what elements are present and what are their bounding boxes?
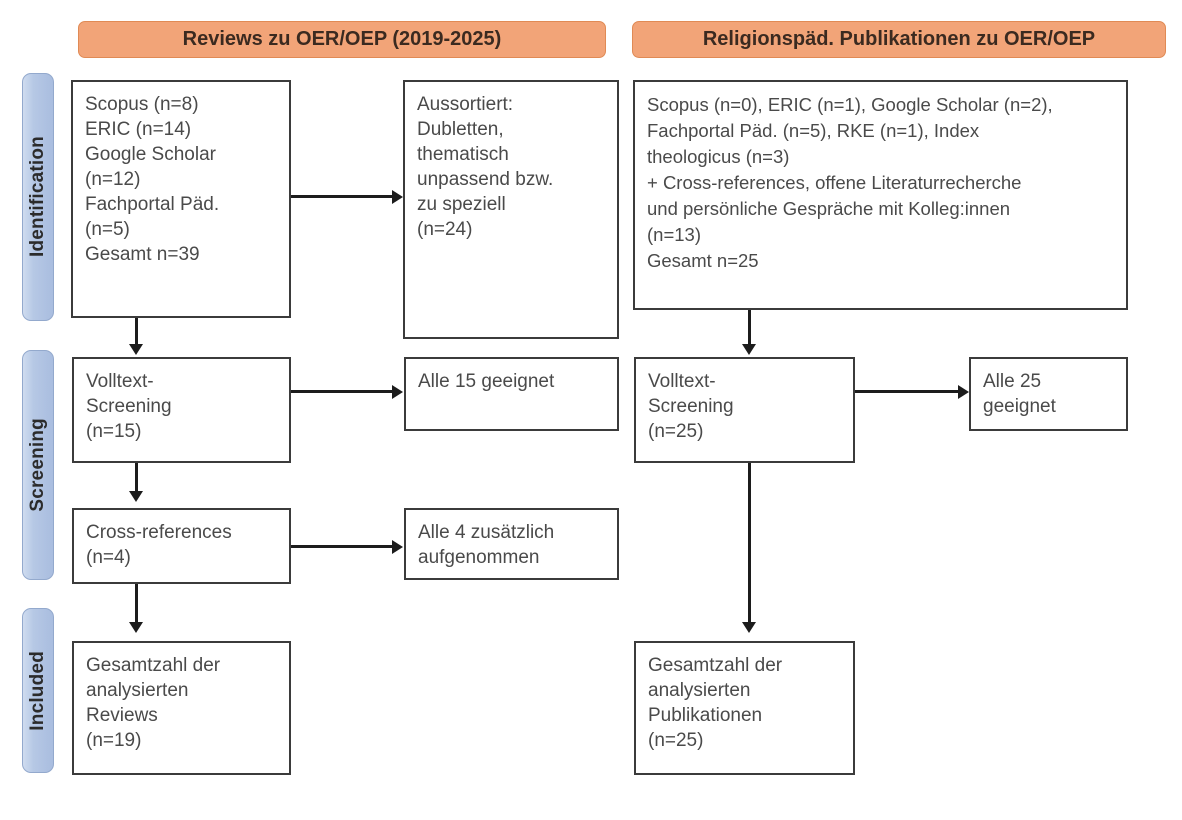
column-header-reviews: Reviews zu OER/OEP (2019-2025)	[78, 21, 606, 58]
arrowhead-left-crossrefs-to-included	[129, 622, 143, 633]
stage-label-included: Included	[27, 650, 48, 731]
arrowhead-left-crossrefs-to-result	[392, 540, 403, 554]
box-left-fulltext-result-text: Alle 15 geeignet	[418, 371, 555, 392]
box-left-included-total-text: Gesamtzahl der analysierten Reviews (n=1…	[86, 655, 221, 751]
arrowhead-left-sources-to-screening	[129, 344, 143, 355]
arrowhead-right-screening-to-result	[958, 385, 969, 399]
stage-pill-included: Included	[22, 608, 54, 773]
stage-label-screening: Screening	[27, 418, 48, 512]
box-right-fulltext-screening: Volltext- Screening (n=25)	[634, 357, 855, 463]
arrowhead-left-sources-to-excluded	[392, 190, 403, 204]
box-left-fulltext-result: Alle 15 geeignet	[404, 357, 619, 431]
arrowhead-right-sources-to-screening	[742, 344, 756, 355]
stage-label-identification: Identification	[27, 136, 48, 258]
column-header-reviews-label: Reviews zu OER/OEP (2019-2025)	[182, 28, 502, 50]
box-left-cross-references: Cross-references (n=4)	[72, 508, 291, 584]
column-header-publications: Religionspäd. Publikationen zu OER/OEP	[632, 21, 1166, 58]
box-right-included-total-text: Gesamtzahl der analysierten Publikatione…	[648, 655, 783, 751]
arrowhead-left-screening-to-result	[392, 385, 403, 399]
connector-left-screening-to-crossrefs	[135, 463, 138, 493]
connector-left-crossrefs-to-result	[291, 545, 393, 548]
box-left-fulltext-screening: Volltext- Screening (n=15)	[72, 357, 291, 463]
box-right-identification-sources: Scopus (n=0), ERIC (n=1), Google Scholar…	[633, 80, 1128, 310]
box-right-fulltext-result: Alle 25 geeignet	[969, 357, 1128, 431]
box-left-fulltext-screening-text: Volltext- Screening (n=15)	[86, 371, 172, 442]
box-left-cross-references-text: Cross-references (n=4)	[86, 522, 232, 568]
box-left-cross-references-result: Alle 4 zusätzlich aufgenommen	[404, 508, 619, 580]
box-left-identification-sources-text: Scopus (n=8) ERIC (n=14) Google Scholar …	[85, 94, 220, 265]
connector-right-sources-to-screening	[748, 310, 751, 346]
box-right-fulltext-screening-text: Volltext- Screening (n=25)	[648, 371, 734, 442]
box-right-identification-sources-text: Scopus (n=0), ERIC (n=1), Google Scholar…	[647, 94, 1053, 271]
connector-left-screening-to-result	[291, 390, 393, 393]
stage-pill-screening: Screening	[22, 350, 54, 580]
stage-pill-identification: Identification	[22, 73, 54, 321]
column-header-publications-label: Religionspäd. Publikationen zu OER/OEP	[702, 28, 1096, 50]
box-left-included-total: Gesamtzahl der analysierten Reviews (n=1…	[72, 641, 291, 775]
connector-right-screening-to-included	[748, 463, 751, 623]
box-right-fulltext-result-text: Alle 25 geeignet	[983, 371, 1056, 417]
arrowhead-left-screening-to-crossrefs	[129, 491, 143, 502]
connector-left-crossrefs-to-included	[135, 584, 138, 624]
connector-right-screening-to-result	[855, 390, 959, 393]
box-right-included-total: Gesamtzahl der analysierten Publikatione…	[634, 641, 855, 775]
connector-left-sources-to-screening	[135, 318, 138, 346]
connector-left-sources-to-excluded	[291, 195, 393, 198]
arrowhead-right-screening-to-included	[742, 622, 756, 633]
box-left-cross-references-result-text: Alle 4 zusätzlich aufgenommen	[418, 522, 555, 568]
box-left-excluded-text: Aussortiert: Dubletten, thematisch unpas…	[417, 94, 554, 240]
box-left-identification-sources: Scopus (n=8) ERIC (n=14) Google Scholar …	[71, 80, 291, 318]
box-left-excluded: Aussortiert: Dubletten, thematisch unpas…	[403, 80, 619, 339]
